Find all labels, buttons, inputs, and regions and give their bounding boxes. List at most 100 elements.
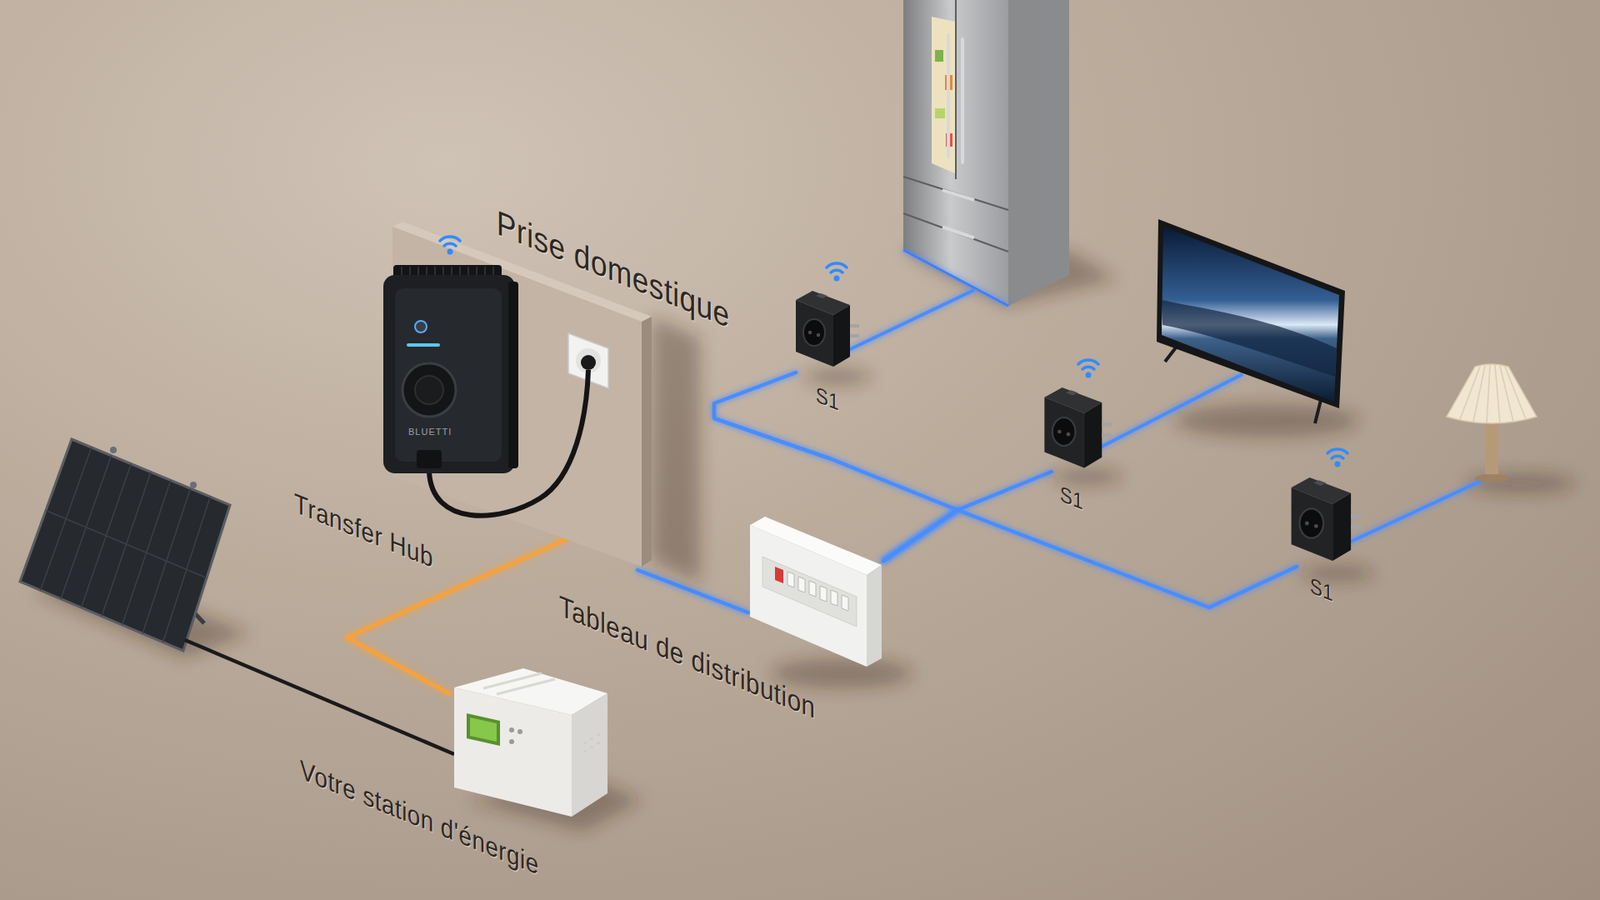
- television: [1156, 219, 1345, 424]
- wall-plate: [641, 316, 652, 567]
- distribution-board-drawing: [809, 580, 816, 597]
- power-station-drawing: [590, 737, 594, 740]
- node-label: S1: [815, 382, 840, 416]
- table-lamp: [1460, 366, 1480, 420]
- table-lamp: [1473, 365, 1485, 422]
- lamp-wire: [1341, 477, 1489, 546]
- table-lamp: [1485, 416, 1499, 479]
- node-label: Votre station d'énergie: [300, 754, 540, 880]
- transfer-hub-device: [402, 363, 456, 417]
- distribution-board-drawing: [820, 585, 827, 602]
- distribution-board-drawing: [841, 595, 849, 611]
- solar-panel: [20, 439, 230, 651]
- wifi-icon: [440, 236, 460, 255]
- table-lamp: [1460, 365, 1526, 424]
- shadow: [1175, 404, 1359, 438]
- distribution-board-drawing: [787, 571, 795, 588]
- smart-plug-drawing: [1291, 477, 1362, 561]
- transfer-hub-device: [416, 450, 442, 469]
- table-lamp: [1505, 366, 1526, 420]
- wall-outlet: [575, 348, 601, 374]
- shadow: [804, 368, 871, 385]
- power-station-drawing: [509, 739, 515, 745]
- power-station-drawing: [571, 693, 608, 817]
- refrigerator: [946, 33, 950, 159]
- table-lamp: [1446, 364, 1537, 483]
- transfer-hub-device: [508, 281, 519, 469]
- distribution-board-drawing: [866, 565, 882, 667]
- distribution-board-drawing: [750, 525, 867, 667]
- panel-cells: [45, 510, 207, 579]
- table-lamp: [1446, 364, 1537, 424]
- power-station-drawing: [583, 750, 587, 753]
- node-label: Tableau de distribution: [559, 590, 816, 725]
- transfer-hub-device: [395, 288, 502, 462]
- refrigerator: [960, 37, 965, 165]
- television: [1161, 300, 1337, 377]
- node-label: Transfer Hub: [294, 487, 434, 574]
- power-station-drawing: [590, 745, 594, 749]
- transfer-hub-device: [406, 343, 440, 347]
- power-station-drawing: [470, 717, 497, 742]
- refrigerator: [903, 250, 1009, 306]
- house-wiring: [883, 510, 1297, 608]
- distribution-board-drawing: [762, 556, 857, 627]
- panel-cells: [40, 447, 211, 643]
- house-wiring: [883, 471, 1052, 561]
- table-lamp: [1475, 474, 1509, 483]
- tv-wire: [1096, 374, 1243, 450]
- television: [1161, 226, 1340, 402]
- panel-clip: [190, 481, 197, 489]
- power-station-drawing: [517, 729, 523, 735]
- smart-plug-drawing: [1044, 387, 1112, 468]
- refrigerator: [935, 108, 945, 119]
- smart-plug: S1: [790, 290, 855, 373]
- wall-socket-plate: Transfer HubPrise domestique: [375, 223, 652, 570]
- power-station-drawing: [583, 741, 587, 745]
- power-station-drawing: [583, 733, 600, 753]
- refrigerator: [1008, 0, 1070, 306]
- distribution-board-drawing: [798, 576, 805, 593]
- smart-plug-drawing: [795, 290, 860, 367]
- panel-frame: [20, 439, 230, 651]
- power-station-drawing: [454, 668, 608, 817]
- power-station-drawing: [466, 713, 500, 746]
- node-label: Prise domestique: [496, 204, 730, 336]
- brand-logo: BLUETTI: [408, 426, 452, 437]
- panel-clip: [110, 446, 117, 454]
- power-station-drawing: [596, 741, 600, 745]
- node-label: S1: [1310, 573, 1334, 607]
- power-station-drawing: [596, 733, 600, 736]
- refrigerator: [903, 0, 1009, 306]
- wifi-icon: [1327, 449, 1348, 467]
- refrigerator: [941, 188, 975, 202]
- distribution-board-drawing: [775, 566, 784, 584]
- refrigerator: [955, 0, 957, 180]
- power-station-drawing: [509, 727, 515, 733]
- shadow: [651, 316, 700, 584]
- refrigerator: [931, 16, 955, 174]
- refrigerator: [903, 213, 1009, 252]
- table-lamp: [1486, 365, 1490, 424]
- wall-outlet: [580, 355, 596, 370]
- refrigerator: [903, 0, 1070, 306]
- power-station: Votre station d'énergie: [449, 668, 608, 817]
- refrigerator: [935, 50, 944, 62]
- transfer-hub-device: [415, 320, 427, 333]
- refrigerator: [941, 225, 975, 240]
- smart-plug: S1: [1039, 387, 1108, 472]
- power-station-drawing: [483, 673, 555, 695]
- shadow: [1466, 473, 1575, 494]
- television: [1156, 219, 1345, 409]
- solar-cable: [185, 640, 455, 755]
- fridge-wire: [845, 290, 975, 352]
- drop-shadows: [33, 250, 1575, 832]
- wifi-icon: [826, 263, 847, 281]
- distribution-board: Tableau de distribution: [748, 513, 884, 669]
- table-lamp: [1495, 365, 1500, 424]
- transfer-hub-device: [383, 265, 519, 474]
- table-lamp: [1500, 365, 1514, 422]
